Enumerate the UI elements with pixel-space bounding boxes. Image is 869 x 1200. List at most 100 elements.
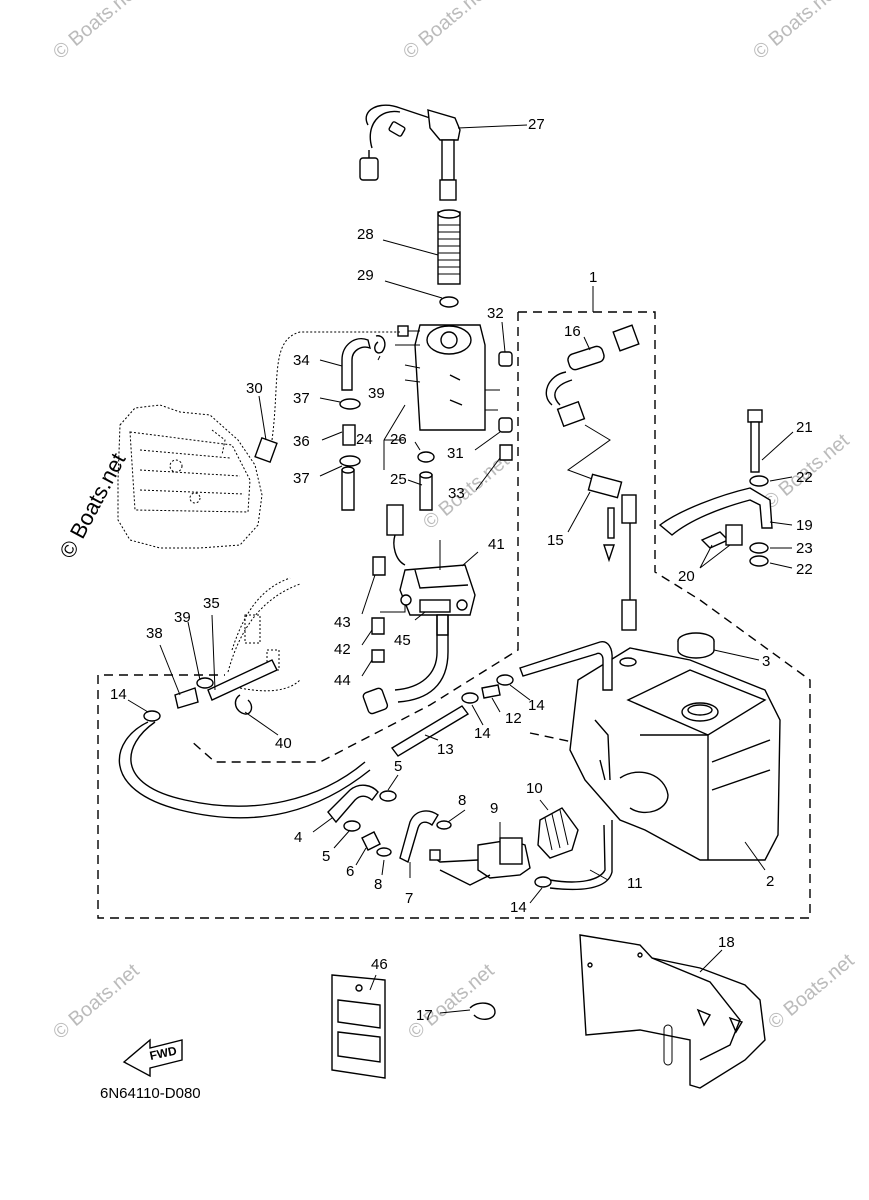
callout-19: 19	[796, 517, 813, 534]
callout-26: 26	[390, 431, 407, 448]
part-34-hose	[341, 338, 372, 391]
part-27-fuel-sender	[359, 104, 461, 201]
part-28-filter	[437, 209, 461, 285]
callout-9: 9	[490, 800, 498, 817]
part-26-clip	[417, 451, 435, 463]
callout-28: 28	[357, 226, 374, 243]
callout-44: 44	[334, 672, 351, 689]
callout-2: 2	[766, 873, 774, 890]
part-22-washer	[749, 475, 769, 487]
callout-5: 5	[394, 758, 402, 775]
callout-36: 36	[293, 433, 310, 450]
part-13-hose	[390, 705, 470, 757]
callout-30: 30	[246, 380, 263, 397]
part-36-joint	[342, 424, 356, 446]
callout-29: 29	[357, 267, 374, 284]
callout-7: 7	[405, 890, 413, 907]
part-32-cap	[498, 351, 513, 367]
part-35-hose	[207, 659, 278, 701]
part-5-clip	[343, 820, 361, 832]
callout-39: 39	[368, 385, 385, 402]
hose-end	[341, 466, 355, 474]
part-14-clip	[496, 674, 514, 686]
part-39-clip	[374, 335, 386, 354]
callout-14: 14	[474, 725, 491, 742]
callout-40: 40	[275, 735, 292, 752]
callout-46: 46	[371, 956, 388, 973]
part-25-hose	[419, 474, 433, 511]
callout-39: 39	[174, 609, 191, 626]
part-41-fuel-pump	[362, 504, 476, 715]
part-21-bolt	[747, 409, 763, 473]
watermark: © Boats.net	[399, 0, 494, 64]
watermark-main: © Boats.net	[54, 449, 130, 563]
callout-22: 22	[796, 469, 813, 486]
part-3-fuel-cap	[677, 632, 715, 659]
callout-24: 24	[356, 431, 373, 448]
callout-34: 34	[293, 352, 310, 369]
part-43-cap	[372, 556, 386, 576]
callout-1: 1	[589, 269, 597, 286]
part-46-label	[331, 974, 386, 1079]
callout-4: 4	[294, 829, 302, 846]
callout-45: 45	[394, 632, 411, 649]
callout-16: 16	[564, 323, 581, 340]
part-16-harness	[545, 324, 640, 481]
part-8-clip	[376, 847, 392, 857]
hose-piece	[341, 469, 355, 511]
callout-38: 38	[146, 625, 163, 642]
callout-3: 3	[762, 653, 770, 670]
engine-block-outline	[117, 404, 263, 549]
part-37-clip	[339, 398, 361, 410]
part-24-vapor-separator	[395, 324, 500, 431]
callout-8: 8	[374, 876, 382, 893]
part-14-clip	[534, 876, 552, 888]
callout-13: 13	[437, 741, 454, 758]
part-30-hose	[254, 436, 278, 464]
part-8-clip	[436, 820, 452, 830]
callout-14: 14	[528, 697, 545, 714]
callout-37: 37	[293, 390, 310, 407]
leader-lines	[127, 124, 794, 1014]
part-15-sender	[587, 473, 637, 631]
part-5-clip	[379, 790, 397, 802]
callout-42: 42	[334, 641, 351, 658]
part-6-joint	[361, 831, 381, 851]
fwd-label: FWD	[148, 1044, 178, 1063]
callout-25: 25	[390, 471, 407, 488]
part-7-hose	[399, 810, 439, 864]
part-11-hose	[549, 824, 606, 883]
part-19-strap	[658, 487, 773, 536]
callout-15: 15	[547, 532, 564, 549]
part-17-clip	[469, 1002, 496, 1020]
hose-end	[419, 471, 433, 479]
callout-labels: 1 2 3 4 5 5 6 7 8 8 9 10 11 12 13 14 14 …	[110, 116, 813, 1024]
callout-21: 21	[796, 419, 813, 436]
part-31-cap	[498, 417, 513, 433]
top-hose	[519, 641, 613, 691]
callout-37: 37	[293, 470, 310, 487]
watermark: © Boats.net	[419, 449, 514, 533]
part-20-pads	[700, 524, 743, 549]
part-40-clip	[234, 694, 253, 715]
part-33-screw	[499, 444, 513, 461]
callout-32: 32	[487, 305, 504, 322]
callout-6: 6	[346, 863, 354, 880]
part-9-fuel-pump	[429, 837, 531, 886]
part-39-clip	[196, 677, 214, 689]
part-29-o-ring	[439, 296, 459, 308]
part-38-joint	[174, 687, 199, 709]
long-hose	[118, 721, 371, 819]
callout-17: 17	[416, 1007, 433, 1024]
part-12-joint	[481, 684, 501, 699]
fwd-arrow: FWD	[122, 1038, 183, 1078]
callout-14: 14	[510, 899, 527, 916]
callout-41: 41	[488, 536, 505, 553]
part-30-hose-route	[271, 331, 400, 441]
callout-31: 31	[447, 445, 464, 462]
callout-10: 10	[526, 780, 543, 797]
callout-43: 43	[334, 614, 351, 631]
part-10-fuel-filter	[537, 807, 579, 859]
callout-18: 18	[718, 934, 735, 951]
